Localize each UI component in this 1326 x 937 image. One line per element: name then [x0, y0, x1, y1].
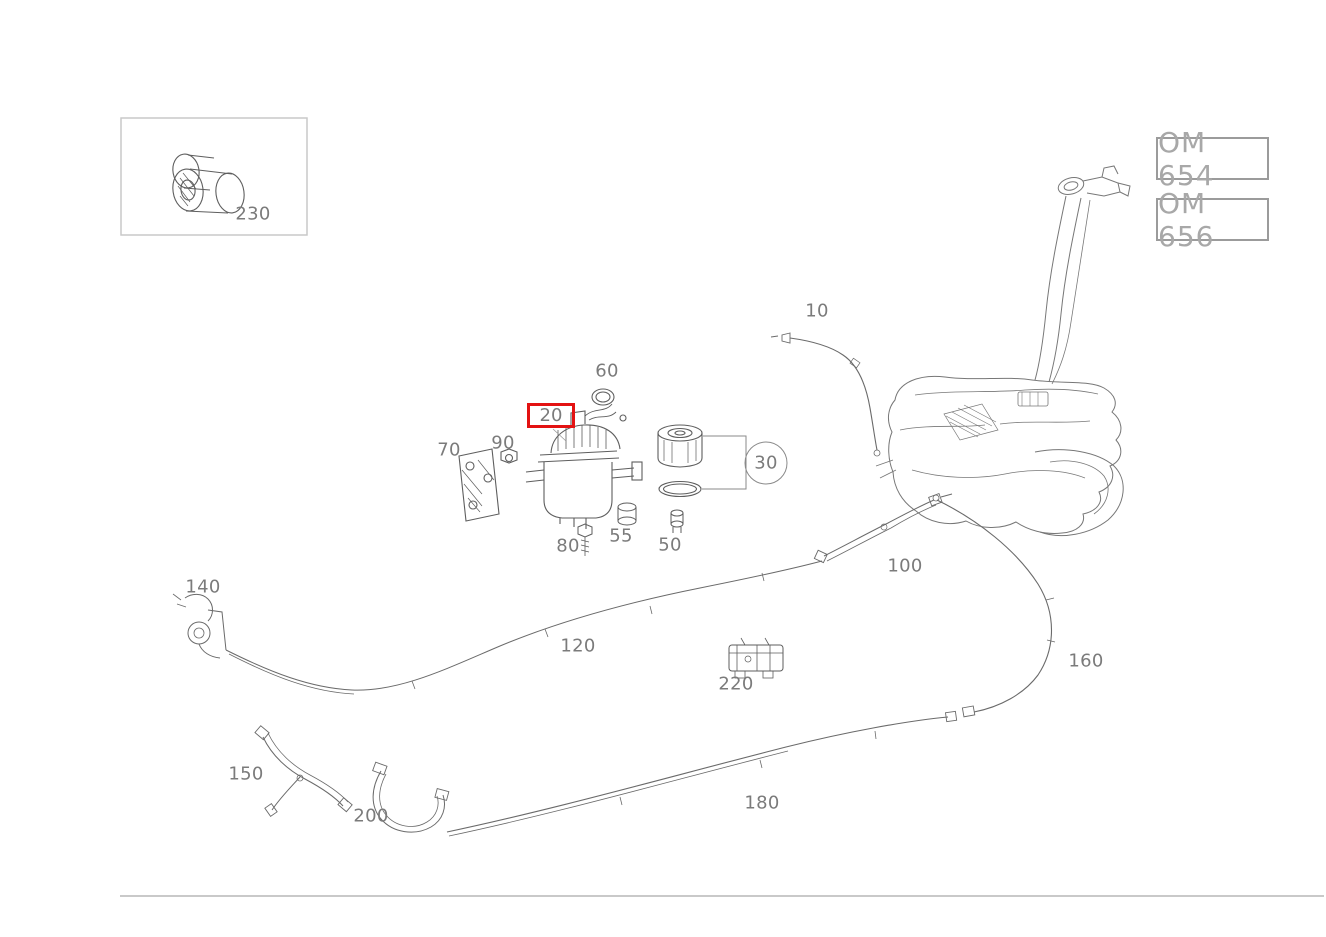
bracket-220-drawing — [728, 637, 784, 679]
page-frame — [120, 117, 1324, 897]
fuel-hose-100-drawing — [813, 493, 953, 564]
callout-200[interactable]: 200 — [353, 805, 389, 827]
fuel-line-10-drawing — [770, 332, 881, 457]
callout-60[interactable]: 60 — [595, 360, 619, 382]
fuel-hose-200-drawing — [372, 761, 450, 833]
fuel-filter-assembly-drawing — [458, 388, 643, 529]
callout-160[interactable]: 160 — [1068, 650, 1104, 672]
engine-model-label: OM 654 — [1158, 125, 1215, 192]
selected-part-callout-box[interactable]: 20 — [527, 403, 575, 428]
engine-model-box-om656[interactable]: OM 656 — [1156, 187, 1269, 253]
fuel-line-160-drawing — [932, 494, 1056, 718]
engine-model-box-om654[interactable]: OM 654 — [1156, 126, 1269, 192]
callout-80[interactable]: 80 — [556, 535, 580, 557]
callout-140[interactable]: 140 — [185, 576, 221, 598]
callout-20: 20 — [539, 405, 563, 426]
callout-55[interactable]: 55 — [609, 525, 633, 547]
callout-150[interactable]: 150 — [228, 763, 264, 785]
callout-120[interactable]: 120 — [560, 635, 596, 657]
callout-90[interactable]: 90 — [491, 432, 515, 454]
callout-30[interactable]: 30 — [754, 452, 778, 474]
small-parts-drawing — [577, 502, 684, 556]
part-230-drawing — [172, 153, 245, 214]
callout-50[interactable]: 50 — [658, 534, 682, 556]
callout-230[interactable]: 230 — [235, 203, 271, 225]
callout-220[interactable]: 220 — [718, 673, 754, 695]
engine-model-label: OM 656 — [1158, 186, 1215, 253]
callout-100[interactable]: 100 — [887, 555, 923, 577]
filter-cartridge-30-drawing — [657, 424, 788, 498]
callout-70[interactable]: 70 — [437, 439, 461, 461]
fuel-tank-drawing — [875, 165, 1131, 537]
fuel-hose-150-drawing — [254, 725, 353, 818]
callout-180[interactable]: 180 — [744, 792, 780, 814]
callout-10[interactable]: 10 — [805, 300, 829, 322]
fuel-line-120-drawing — [172, 560, 823, 695]
fuel-line-180-drawing — [446, 710, 958, 837]
